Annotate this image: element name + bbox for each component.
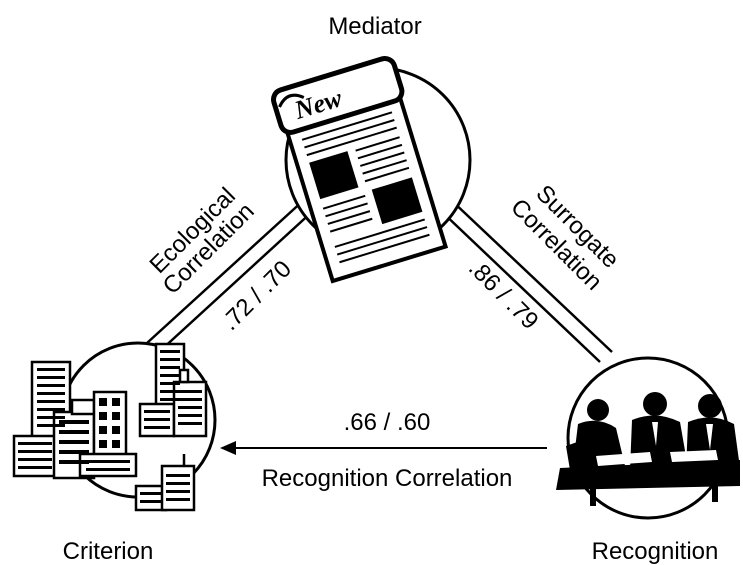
- recognition-arrow: [220, 441, 547, 455]
- mediator-label: Mediator: [328, 13, 421, 40]
- newspaper-icon: New: [271, 56, 449, 284]
- city-windows: [18, 350, 202, 503]
- recognition-correlation-value: .66 / .60: [344, 409, 431, 436]
- meeting-people-icon: [556, 392, 740, 506]
- surrogate-correlation-value: .86 / .79: [463, 254, 543, 334]
- recognition-correlation-label: Recognition Correlation: [262, 465, 513, 492]
- recognition-label: Recognition: [592, 538, 719, 565]
- surrogate-connector: [439, 198, 613, 363]
- criterion-label: Criterion: [63, 538, 154, 565]
- ecological-connector: [146, 198, 315, 352]
